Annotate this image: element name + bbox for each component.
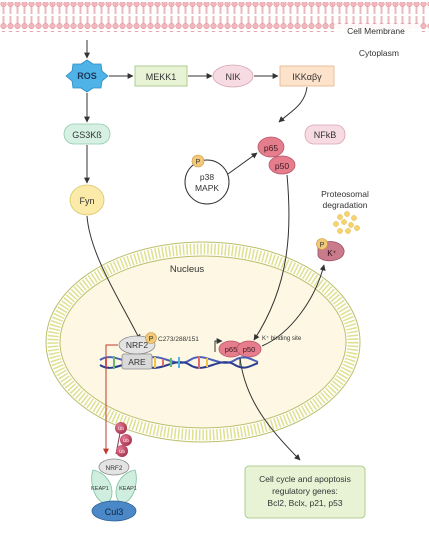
nrf2-nuclear: NRF2 P C273/288/151 (118, 332, 199, 355)
ub-label-2: Ub (123, 438, 129, 443)
are-element: ARE (121, 353, 153, 370)
fyn-label: Fyn (79, 196, 94, 206)
regulatory-genes-box: Cell cycle and apoptosis regulatory gene… (244, 465, 366, 519)
nuclear-p50-label: p50 (243, 345, 256, 354)
genes-label-1: Cell cycle and apoptosis (259, 474, 351, 484)
cytoplasm-label: Cytoplasm (359, 48, 399, 58)
fyn-node: Fyn (69, 184, 105, 216)
ros-label: ROS (77, 71, 97, 81)
arrow-nucleus-kplus (261, 264, 326, 347)
proteasome-label-2: degradation (323, 200, 368, 210)
kplus-node: K⁺ P (316, 238, 345, 262)
nfkb-label: NFkB (314, 130, 337, 140)
kplus-phospho-label: P (320, 242, 325, 249)
gs3k-node: GS3Kß (63, 123, 111, 145)
arrow-nfkb-genes (239, 357, 301, 461)
ros-node: ROS (65, 59, 109, 93)
kplus-binding-label: K⁺ binding site (262, 335, 302, 342)
nuclear-nfkb: p65 p50 (218, 340, 262, 358)
are-label: ARE (128, 357, 146, 367)
arrow-fyn-nrf2 (86, 215, 141, 341)
kplus-label: K⁺ (327, 249, 337, 258)
nuclear-p65-label: p65 (225, 345, 238, 354)
genes-label-3: Bcl2, Bclx, p21, p53 (267, 498, 342, 508)
proteasome-label-1: Proteosomal (321, 189, 369, 199)
p38-mapk-node: p38 MAPK P (184, 154, 230, 205)
cell-membrane-label: Cell Membrane (347, 26, 405, 36)
ikk-label: IKKαβγ (292, 72, 322, 82)
mapk-label: MAPK (195, 183, 219, 193)
nrf2-sites-label: C273/288/151 (158, 336, 199, 343)
ub-label-3: Ub (119, 449, 125, 454)
degradation-dots (333, 211, 360, 234)
p50-label: p50 (275, 161, 289, 171)
transcription-start-arrow (214, 338, 223, 352)
arrow-nrf2-export (103, 344, 118, 455)
nucleus-label: Nucleus (170, 264, 205, 275)
genes-label-2: regulatory genes: (272, 486, 338, 496)
ikk-node: IKKαβγ (279, 65, 335, 87)
arrow-p38-nfkb (227, 152, 258, 175)
mekk1-label: MEKK1 (146, 72, 177, 82)
cell-membrane: Cell Membrane (0, 2, 429, 38)
ub-label-1: Ub (118, 426, 124, 431)
keap1-label-left: KEAP1 (91, 486, 109, 492)
ubiquitin-chain: Ub Ub Ub (115, 422, 132, 457)
p38-phospho-label: P (196, 159, 201, 166)
cytoplasm-nrf2-label: NRF2 (106, 465, 123, 472)
p38-label: p38 (200, 172, 214, 182)
arrow-ikk-nfkb (278, 86, 308, 123)
mekk1-node: MEKK1 (134, 65, 188, 87)
keap1-label-right: KEAP1 (119, 486, 137, 492)
keap1-complex: KEAP1 KEAP1 NRF2 Cul3 (91, 458, 137, 522)
arrow-nfkb-nucleus (253, 174, 290, 341)
p65-label: p65 (264, 143, 278, 153)
nrf2-label: NRF2 (126, 340, 148, 350)
nik-label: NIK (225, 72, 240, 82)
nfkb-complex: NFkB p65 p50 (257, 124, 346, 175)
nik-node: NIK (212, 64, 254, 88)
nrf2-phospho-label: P (149, 336, 154, 343)
gs3k-label: GS3Kß (72, 130, 102, 140)
cul3-label: Cul3 (105, 507, 124, 517)
